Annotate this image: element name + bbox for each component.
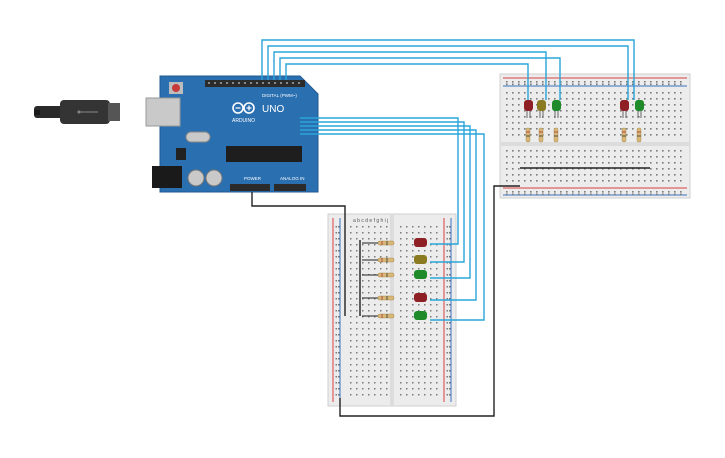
led-right-3 — [552, 100, 561, 111]
led-left-1 — [414, 238, 427, 247]
power-label: POWER — [244, 176, 262, 181]
wire-to-left-5 — [300, 133, 485, 321]
led-left-2 — [414, 255, 427, 264]
wire-to-right-yellow — [267, 45, 629, 100]
wire-to-left-2 — [300, 121, 465, 263]
arduino-logo — [232, 102, 255, 114]
breadboard-right-holes — [506, 81, 682, 196]
resistor-left-3 — [377, 272, 395, 278]
resistor-right-2 — [538, 127, 544, 143]
resistor-right-3 — [553, 127, 559, 143]
digital-label: DIGITAL (PWM~) — [262, 93, 297, 98]
led-right-5 — [635, 100, 644, 111]
led-left-5 — [414, 311, 427, 320]
column-letters: a b c d e f g h i j — [353, 218, 388, 224]
gnd-wire-bottom — [339, 185, 520, 417]
digital-pins — [208, 82, 300, 84]
wire-to-left-3 — [300, 125, 471, 279]
wire-to-right-green — [273, 51, 547, 100]
resistor-right-5 — [636, 127, 642, 143]
led-right-1 — [524, 100, 533, 111]
led-right-2 — [537, 100, 546, 111]
resistor-left-4 — [377, 295, 395, 301]
right-board-components[interactable] — [524, 100, 644, 143]
left-board-components[interactable] — [362, 238, 427, 320]
breadboard-left[interactable]: a b c d e f g h i j — [327, 213, 457, 407]
gnd-wire-left — [251, 192, 346, 316]
capacitor — [187, 169, 205, 187]
usb-b-port — [145, 97, 181, 127]
brand-label: ARDUINO — [232, 118, 255, 124]
breadboard-right[interactable] — [499, 73, 691, 199]
wire-to-right-led4 — [279, 57, 561, 100]
digital-header[interactable] — [205, 80, 305, 87]
power-header[interactable] — [230, 184, 270, 191]
resistor-right-4 — [621, 127, 627, 143]
resistor-left-1 — [377, 240, 395, 246]
led-right-4 — [620, 100, 629, 111]
microcontroller-chip — [226, 146, 302, 162]
usb-cable[interactable] — [34, 100, 120, 124]
signal-wires[interactable] — [261, 39, 635, 321]
led-left-4 — [414, 293, 427, 302]
usb-icon — [77, 110, 98, 114]
resistor-right-1 — [525, 127, 531, 143]
arduino-uno-board[interactable]: ARDUINO UNO DIGITAL (PWM~) POWER ANALOG … — [145, 75, 319, 193]
led-left-3 — [414, 270, 427, 279]
resistor-left-2 — [377, 257, 395, 263]
crystal-oscillator — [185, 131, 211, 143]
analog-label: ANALOG IN — [280, 176, 305, 181]
reset-button[interactable] — [169, 82, 183, 94]
resistor-left-5 — [377, 313, 395, 319]
wire-to-right-led5 — [285, 63, 529, 100]
analog-header[interactable] — [274, 184, 306, 191]
wire-to-left-4 — [300, 129, 477, 301]
power-jack — [152, 166, 182, 188]
model-label: UNO — [262, 104, 284, 115]
wire-to-left-1 — [300, 117, 459, 245]
ground-wires[interactable] — [251, 167, 650, 417]
capacitor — [205, 169, 223, 187]
voltage-regulator — [176, 148, 186, 160]
wire-to-right-red — [261, 39, 635, 100]
